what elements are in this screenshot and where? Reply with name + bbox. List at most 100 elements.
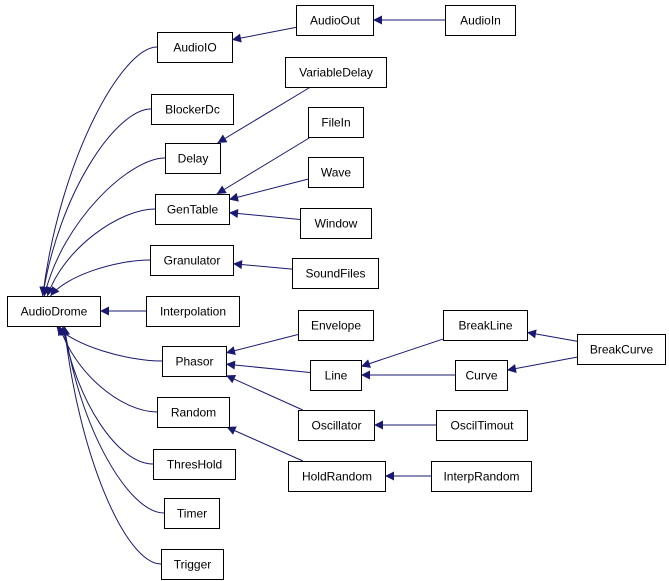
node-label: Delay bbox=[178, 152, 209, 166]
node-box bbox=[165, 143, 221, 174]
node-label: VariableDelay bbox=[299, 66, 373, 80]
node-granulator[interactable]: Granulator bbox=[150, 245, 234, 276]
node-label: Envelope bbox=[311, 319, 361, 333]
node-label: Granulator bbox=[164, 254, 221, 268]
edge-line-to-phasor bbox=[225, 360, 311, 373]
node-box bbox=[151, 94, 234, 125]
node-audio-out[interactable]: AudioOut bbox=[296, 5, 374, 36]
node-box bbox=[150, 245, 234, 276]
node-label: FileIn bbox=[321, 116, 350, 130]
edge-wave-to-gen-table bbox=[228, 178, 309, 202]
node-label: InterpRandom bbox=[443, 470, 519, 484]
nodes-layer: AudioDrome AudioIO AudioOut AudioInVariable… bbox=[7, 5, 666, 580]
node-interpolation[interactable]: Interpolation bbox=[146, 296, 240, 327]
node-box bbox=[285, 57, 387, 88]
edge-break-line-to-line bbox=[360, 338, 444, 368]
node-label: BlockerDc bbox=[165, 103, 220, 117]
node-box bbox=[431, 461, 532, 492]
node-box bbox=[310, 360, 362, 391]
node-break-line[interactable]: BreakLine bbox=[443, 310, 528, 341]
edge-timer-to-audio-drome bbox=[61, 325, 165, 514]
node-window[interactable]: Window bbox=[300, 208, 372, 239]
node-label: Interpolation bbox=[160, 305, 226, 319]
node-curve[interactable]: Curve bbox=[455, 360, 508, 391]
node-box bbox=[288, 461, 386, 492]
node-label: Wave bbox=[321, 166, 352, 180]
node-box bbox=[298, 410, 375, 441]
node-break-curve[interactable]: BreakCurve bbox=[577, 334, 666, 365]
edge-thres-hold-to-audio-drome bbox=[59, 325, 154, 465]
node-label: Timer bbox=[177, 507, 207, 521]
edge-hold-random-to-random bbox=[226, 426, 304, 462]
edge-variable-delay-to-delay bbox=[217, 86, 311, 144]
node-audio-drome[interactable]: AudioDrome bbox=[7, 296, 101, 327]
node-trigger[interactable]: Trigger bbox=[161, 549, 224, 580]
node-box bbox=[436, 410, 528, 441]
edge-audio-io-to-audio-drome bbox=[39, 46, 158, 297]
node-phasor[interactable]: Phasor bbox=[162, 346, 227, 377]
edge-gen-table-to-audio-drome bbox=[46, 208, 156, 297]
node-audio-io[interactable]: AudioIO bbox=[157, 32, 233, 63]
node-box bbox=[164, 498, 220, 529]
node-box bbox=[445, 5, 516, 36]
node-box bbox=[155, 194, 230, 225]
node-interp-random[interactable]: InterpRandom bbox=[431, 461, 532, 492]
node-label: ThresHold bbox=[167, 458, 222, 472]
node-sound-files[interactable]: SoundFiles bbox=[292, 258, 379, 289]
node-box bbox=[298, 310, 374, 341]
node-box bbox=[162, 346, 227, 377]
node-label: Random bbox=[171, 406, 216, 420]
node-label: GenTable bbox=[167, 203, 219, 217]
node-label: AudioOut bbox=[310, 14, 361, 28]
edge-sound-files-to-granulator bbox=[232, 260, 293, 270]
node-variable-delay[interactable]: VariableDelay bbox=[285, 57, 387, 88]
node-thres-hold[interactable]: ThresHold bbox=[153, 449, 236, 480]
edge-granulator-to-audio-drome bbox=[50, 259, 151, 297]
node-box bbox=[157, 397, 230, 428]
node-oscillator[interactable]: Oscillator bbox=[298, 410, 375, 441]
edge-file-in-to-gen-table bbox=[216, 136, 312, 195]
node-box bbox=[153, 449, 236, 480]
edge-delay-to-audio-drome bbox=[42, 157, 166, 297]
edge-envelope-to-phasor bbox=[225, 334, 299, 356]
node-box bbox=[157, 32, 233, 63]
node-label: Trigger bbox=[174, 558, 212, 572]
node-blocker-dc[interactable]: BlockerDc bbox=[151, 94, 234, 125]
node-box bbox=[296, 5, 374, 36]
edge-window-to-gen-table bbox=[228, 209, 301, 221]
node-box bbox=[161, 549, 224, 580]
node-random[interactable]: Random bbox=[157, 397, 230, 428]
node-box bbox=[308, 107, 364, 138]
node-file-in[interactable]: FileIn bbox=[308, 107, 364, 138]
node-label: AudioIn bbox=[460, 14, 501, 28]
node-gen-table[interactable]: GenTable bbox=[155, 194, 230, 225]
node-label: Oscillator bbox=[311, 419, 361, 433]
node-hold-random[interactable]: HoldRandom bbox=[288, 461, 386, 492]
node-label: OscilTimout bbox=[451, 419, 515, 433]
edge-trigger-to-audio-drome bbox=[60, 325, 162, 565]
node-audio-in[interactable]: AudioIn bbox=[445, 5, 516, 36]
node-box bbox=[455, 360, 508, 391]
edges-layer bbox=[39, 15, 578, 565]
node-envelope[interactable]: Envelope bbox=[298, 310, 374, 341]
node-label: Phasor bbox=[175, 355, 213, 369]
node-timer[interactable]: Timer bbox=[164, 498, 220, 529]
node-box bbox=[577, 334, 666, 365]
edge-break-curve-to-break-line bbox=[526, 329, 578, 342]
node-delay[interactable]: Delay bbox=[165, 143, 221, 174]
edge-phasor-to-audio-drome bbox=[56, 325, 163, 362]
node-label: AudioIO bbox=[173, 41, 216, 55]
edge-blocker-dc-to-audio-drome bbox=[39, 108, 152, 297]
node-wave[interactable]: Wave bbox=[308, 157, 364, 188]
node-line[interactable]: Line bbox=[310, 360, 362, 391]
node-label: AudioDrome bbox=[21, 305, 88, 319]
node-label: BreakCurve bbox=[590, 343, 654, 357]
node-box bbox=[443, 310, 528, 341]
node-label: Line bbox=[325, 369, 348, 383]
node-label: BreakLine bbox=[458, 319, 512, 333]
node-box bbox=[7, 296, 101, 327]
node-oscil-timout[interactable]: OscilTimout bbox=[436, 410, 528, 441]
node-box bbox=[146, 296, 240, 327]
edge-oscillator-to-phasor bbox=[225, 374, 303, 411]
